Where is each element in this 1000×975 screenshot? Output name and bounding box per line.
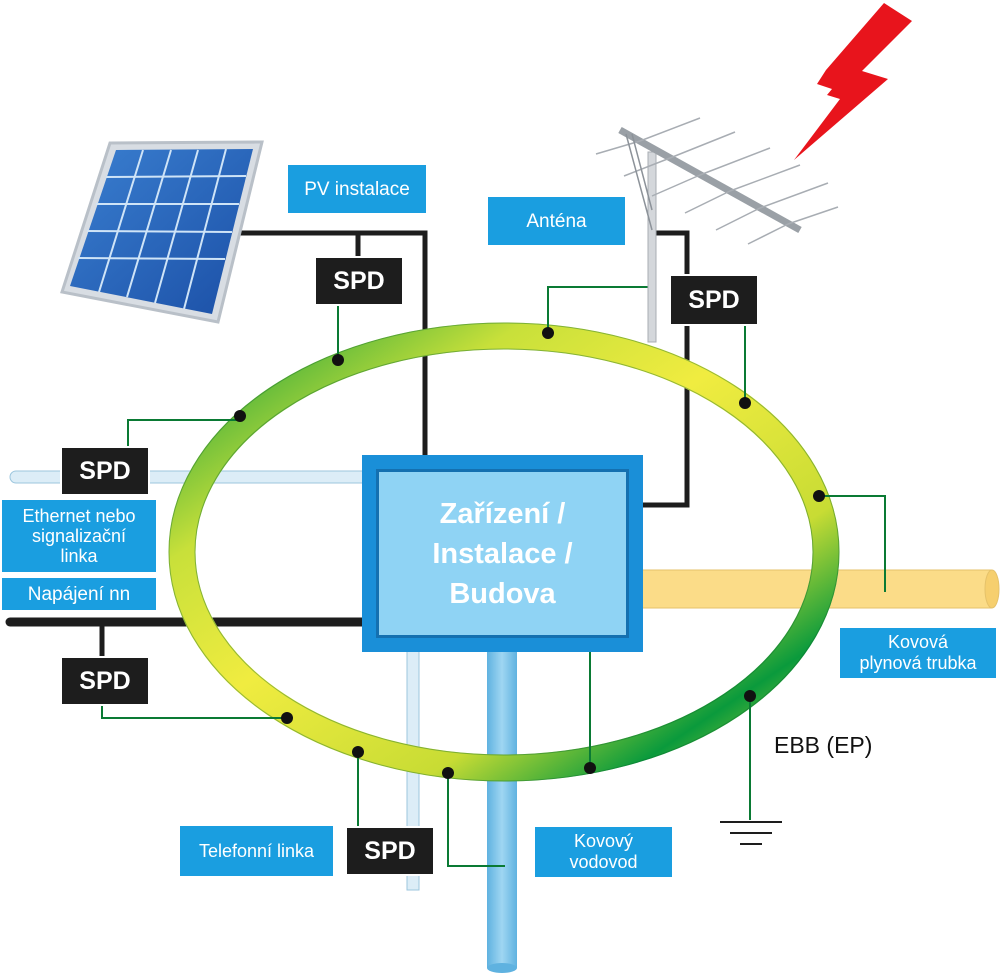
label-ethernet-line-1: Ethernet nebo	[22, 506, 136, 526]
label-phone-text: Telefonní linka	[198, 840, 315, 861]
spd-phone: SPD	[345, 826, 435, 876]
spd-antenna: SPD	[669, 274, 759, 326]
solar-panel-icon	[60, 140, 264, 324]
bonding-points	[234, 327, 825, 779]
building-label: Zařízení / Instalace / Budova	[376, 469, 629, 638]
label-pv-text: PV instalace	[304, 178, 410, 200]
equipotential-ring	[168, 322, 840, 782]
ground-symbol-icon	[720, 821, 782, 845]
label-gas-line-1: Kovová	[887, 632, 949, 652]
label-ebb: EBB (EP)	[774, 732, 873, 758]
label-water-line-1: Kovový	[573, 831, 634, 851]
spd-pv: SPD	[314, 256, 404, 306]
label-ethernet-line-3: linka	[60, 546, 98, 566]
lightning-icon	[794, 3, 912, 160]
pv-wiring	[235, 230, 428, 458]
label-antenna: Anténa	[488, 197, 625, 245]
building-line-3: Budova	[449, 577, 556, 610]
spd-ethernet: SPD	[60, 446, 150, 496]
water-pipe	[487, 650, 517, 973]
building-line-1: Zařízení /	[439, 497, 566, 530]
label-pv: PV instalace	[288, 165, 426, 213]
label-gas-line-2: plynová trubka	[859, 653, 977, 673]
label-gas: Kovová plynová trubka	[840, 628, 996, 678]
building-box: Zařízení / Instalace / Budova	[362, 455, 643, 652]
label-water-line-2: vodovod	[569, 852, 638, 872]
antenna-icon	[595, 117, 839, 343]
label-ethernet-line-2: signalizační	[31, 526, 127, 546]
label-water: Kovový vodovod	[535, 827, 672, 877]
label-power-text: Napájení nn	[27, 583, 131, 605]
label-antenna-text: Anténa	[526, 210, 587, 232]
label-ethernet: Ethernet nebo signalizační linka	[2, 500, 156, 572]
spd-power: SPD	[60, 656, 150, 706]
label-power: Napájení nn	[2, 578, 156, 610]
building-line-2: Instalace /	[432, 537, 573, 570]
label-phone: Telefonní linka	[180, 826, 333, 876]
